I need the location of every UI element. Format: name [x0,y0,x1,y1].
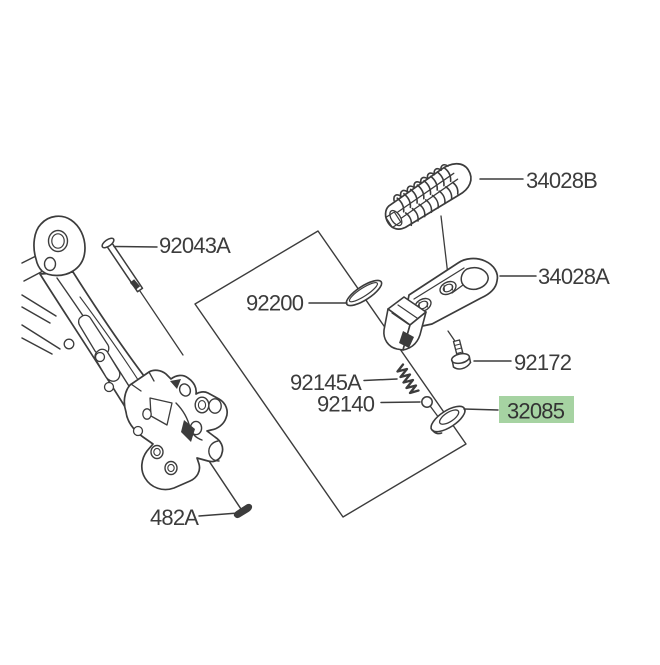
part-label-482A: 482A [150,505,199,530]
leader-line-92140 [380,401,421,404]
pivot-pin-drawing [101,237,144,293]
part-label-92145A: 92145A [290,370,362,395]
footpeg-rubber-drawing [384,162,472,230]
leader-line-482A-diagonal [204,454,242,510]
highlighted-part-label-32085[interactable]: 32085 [499,396,574,424]
assembly-group-box [194,230,467,518]
screw-drawing [450,339,472,370]
frame-assembly-drawing [21,215,229,491]
washer-92200-drawing [345,279,383,307]
part-label-34028B: 34028B [526,168,597,193]
leader-line-32085 [463,408,499,411]
spring-drawing [396,363,420,395]
leader-line-482A [198,512,239,517]
leader-line-92145A [363,378,398,382]
part-label-92140: 92140 [317,392,375,417]
part-label-32085[interactable]: 32085 [507,399,566,424]
part-label-34028A: 34028A [538,264,610,289]
highlight-box-32085[interactable] [499,396,574,423]
part-label-92172: 92172 [514,350,572,375]
part-label-92200: 92200 [246,291,304,316]
leader-lines [113,178,537,517]
part-label-92043A: 92043A [159,233,231,258]
footpeg-bracket-drawing [383,257,499,351]
leader-line-92043A [113,245,158,248]
screw-axis-line [447,330,456,342]
cotter-pin-drawing [233,503,253,519]
part-labels: 34028B 34028A 92043A 92200 92172 92145A … [150,168,611,530]
